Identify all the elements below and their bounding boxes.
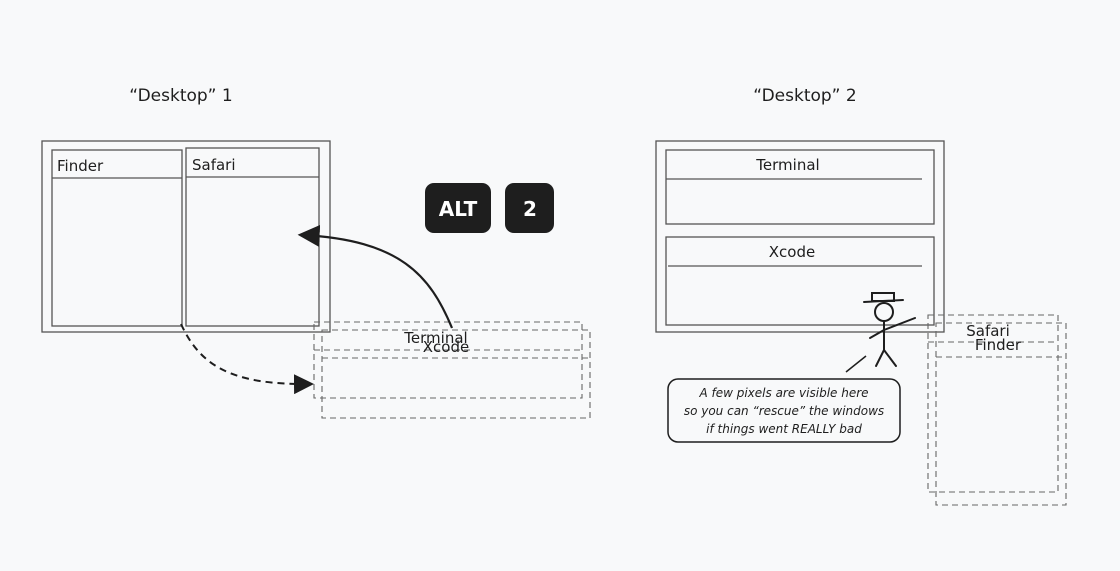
safari-window: Safari [185,147,320,327]
callout-bubble: A few pixels are visible here so you can… [667,378,901,443]
offscreen-finder-window [935,322,1067,506]
xcode-window-frame [665,236,935,326]
offscreen-xcode-label: Xcode [423,338,469,356]
callout-line-2: so you can “rescue” the windows [684,404,884,418]
move-offscreen-arrow [180,323,314,395]
callout-pointer [845,355,867,373]
terminal-window-title: Terminal [755,156,819,174]
offscreen-terminal-window [313,321,583,399]
callout-line-3: if things went REALLY bad [706,422,862,436]
desktop-1-offscreen-windows: Terminal Xcode [313,321,591,419]
xcode-window-title: Xcode [769,243,815,261]
desktop-2: “Desktop” 2 Terminal Xcode Safari Finder [655,86,1067,506]
desktop-2-screen [655,140,945,333]
finder-window-frame [51,149,183,327]
restore-arrow [297,224,454,329]
desktop-2-offscreen-windows: Safari Finder [927,314,1067,506]
finder-window-title: Finder [57,157,104,175]
callout-box [667,378,901,443]
callout-line-1: A few pixels are visible here [698,386,868,400]
number-key [505,183,554,233]
terminal-window-frame [665,149,935,225]
number-key-label: 2 [523,197,537,221]
safari-window-title: Safari [192,156,236,174]
safari-window-frame [185,147,320,327]
stick-figure-icon [863,292,916,367]
desktop-2-title: “Desktop” 2 [753,86,856,106]
offscreen-finder-label: Finder [975,336,1022,354]
xcode-window: Xcode [665,236,935,326]
terminal-window: Terminal [665,149,935,225]
finder-window: Finder [51,149,183,327]
alt-key [425,183,491,233]
keyboard-shortcut: ALT 2 [425,183,554,233]
offscreen-terminal-label: Terminal [403,329,467,347]
offscreen-safari-window [927,314,1059,493]
offscreen-safari-label: Safari [966,322,1010,340]
desktop-1-title: “Desktop” 1 [129,86,232,106]
offscreen-xcode-window [321,329,591,419]
desktop-1: “Desktop” 1 Finder Safari Terminal Xcode [41,86,591,419]
alt-key-label: ALT [439,197,478,221]
